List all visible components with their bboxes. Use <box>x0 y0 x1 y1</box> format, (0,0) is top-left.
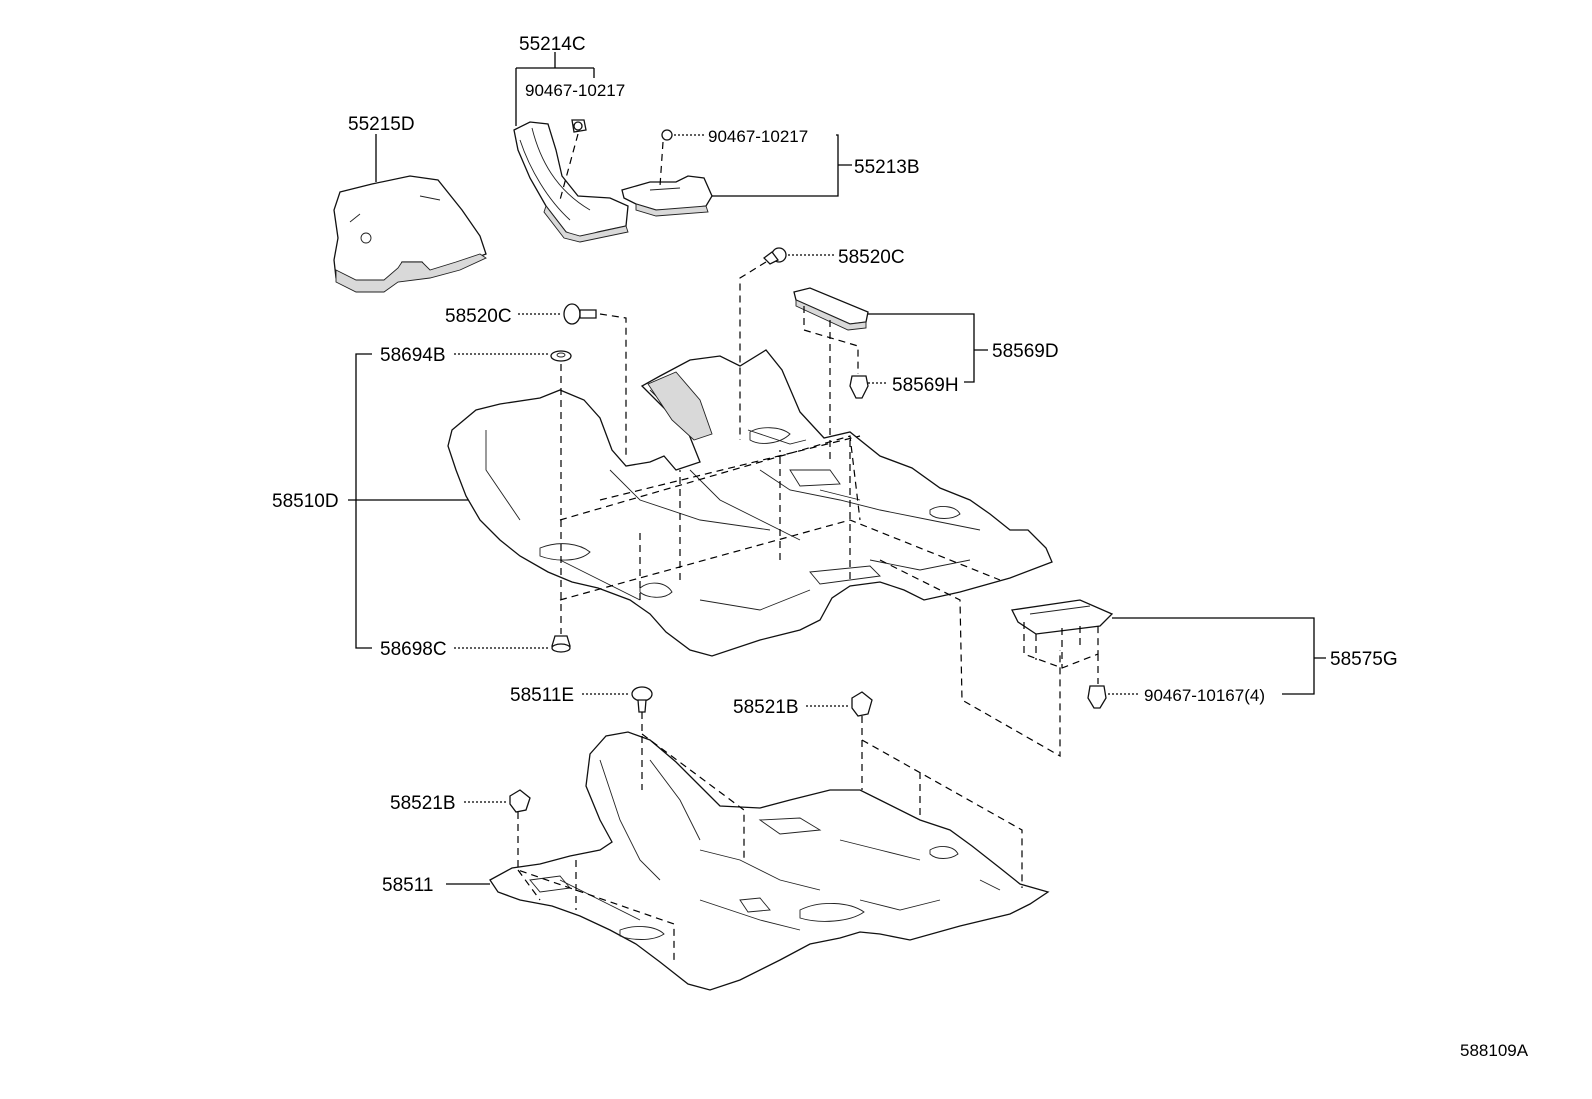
fastener-58521B-upper <box>851 691 873 717</box>
fastener-58520C-lower <box>563 303 597 325</box>
label-58569D: 58569D <box>992 341 1059 362</box>
diagram-id: 588109A <box>1460 1041 1529 1060</box>
fastener-90467-10167 <box>1087 685 1107 709</box>
part-55213B-shape <box>621 175 713 217</box>
label-58698C: 58698C <box>380 639 447 660</box>
label-55215D: 55215D <box>348 114 415 135</box>
leader-lines <box>348 52 1326 885</box>
label-58521B-upper: 58521B <box>733 697 799 718</box>
fastener-58520C-upper <box>763 247 787 265</box>
assembly-dashed-lines <box>517 133 1099 960</box>
label-55213B: 55213B <box>854 157 920 178</box>
label-58510D: 58510D <box>272 491 339 512</box>
fastener-90467-10217-a <box>571 119 587 133</box>
label-58520C-lower: 58520C <box>445 306 512 327</box>
label-58694B: 58694B <box>380 345 446 366</box>
label-55214C: 55214C <box>519 34 586 55</box>
label-90467-10167: 90467-10167(4) <box>1144 686 1265 705</box>
label-58511: 58511 <box>382 875 433 896</box>
part-55215D-shape <box>333 175 487 293</box>
part-58511-shape <box>489 731 1050 991</box>
fastener-58511E <box>631 686 653 713</box>
label-58520C-upper: 58520C <box>838 247 905 268</box>
label-58521B-lower: 58521B <box>390 793 456 814</box>
part-labels: 55214C 90467-10217 55215D 90467-10217 55… <box>272 34 1529 1060</box>
label-58569H: 58569H <box>892 375 959 396</box>
fastener-58521B-lower <box>509 789 531 813</box>
label-58575G: 58575G <box>1330 649 1398 670</box>
part-58510D-shape <box>447 349 1053 657</box>
part-58569D-shape <box>793 287 869 331</box>
fastener-58569H <box>849 375 869 399</box>
label-90467-10217-b: 90467-10217 <box>708 127 808 146</box>
label-58511E: 58511E <box>510 685 574 706</box>
fastener-58694B <box>550 350 572 362</box>
fastener-90467-10217-b <box>661 129 673 141</box>
fastener-58698C <box>551 635 571 653</box>
label-90467-10217-a: 90467-10217 <box>525 81 625 100</box>
part-58575G-shape <box>1011 599 1114 635</box>
part-55214C-shape <box>513 121 629 243</box>
